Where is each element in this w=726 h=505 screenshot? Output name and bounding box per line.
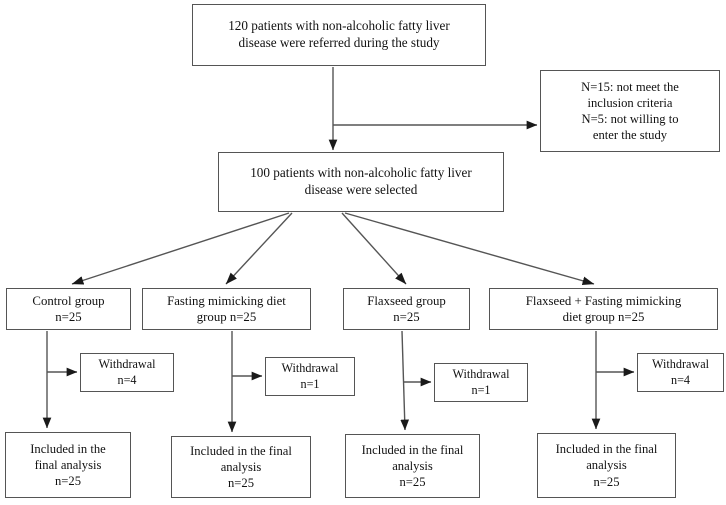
node-final-analysis-flaxseed-plus-fasting-mimicking-diet: Included in the final analysis n=25 xyxy=(537,433,676,498)
node-final-analysis-control-text: Included in the final analysis n=25 xyxy=(30,441,106,489)
node-withdrawal-flaxseed: Withdrawal n=1 xyxy=(434,363,528,402)
node-group-control-text: Control group n=25 xyxy=(32,293,105,324)
node-withdrawal-control-text: Withdrawal n=4 xyxy=(98,356,156,387)
node-excluded: N=15: not meet the inclusion criteria N=… xyxy=(540,70,720,152)
node-group-fasting-mimicking-diet: Fasting mimicking diet group n=25 xyxy=(142,288,311,330)
node-enrolled: 120 patients with non-alcoholic fatty li… xyxy=(192,4,486,66)
node-group-flaxseed-text: Flaxseed group n=25 xyxy=(367,293,446,324)
node-final-analysis-fasting-mimicking-diet-text: Included in the final analysis n=25 xyxy=(190,443,292,491)
node-final-analysis-control: Included in the final analysis n=25 xyxy=(5,432,131,498)
node-group-flaxseed-plus-fasting-mimicking-diet-text: Flaxseed + Fasting mimicking diet group … xyxy=(525,293,682,324)
node-withdrawal-fasting-mimicking-diet-text: Withdrawal n=1 xyxy=(281,360,339,391)
node-group-fasting-mimicking-diet-text: Fasting mimicking diet group n=25 xyxy=(167,293,286,324)
connector-group-3-stem xyxy=(400,330,410,431)
node-enrolled-text: 120 patients with non-alcoholic fatty li… xyxy=(228,18,450,50)
node-withdrawal-flaxseed-plus-fasting-mimicking-diet: Withdrawal n=4 xyxy=(637,353,724,392)
node-excluded-text: N=15: not meet the inclusion criteria N=… xyxy=(581,79,679,143)
node-group-control: Control group n=25 xyxy=(6,288,131,330)
node-withdrawal-flaxseed-plus-fasting-mimicking-diet-text: Withdrawal n=4 xyxy=(651,356,710,387)
node-withdrawal-control: Withdrawal n=4 xyxy=(80,353,174,392)
node-group-flaxseed: Flaxseed group n=25 xyxy=(343,288,470,330)
node-final-analysis-flaxseed-plus-fasting-mimicking-diet-text: Included in the final analysis n=25 xyxy=(555,442,658,489)
node-selected-text: 100 patients with non-alcoholic fatty li… xyxy=(250,165,472,197)
node-final-analysis-fasting-mimicking-diet: Included in the final analysis n=25 xyxy=(171,436,311,498)
node-withdrawal-flaxseed-text: Withdrawal n=1 xyxy=(452,366,510,397)
connector-selected-to-group-2 xyxy=(225,212,293,285)
node-withdrawal-fasting-mimicking-diet: Withdrawal n=1 xyxy=(265,357,355,396)
connector-selected-to-group-1 xyxy=(71,212,290,285)
node-selected: 100 patients with non-alcoholic fatty li… xyxy=(218,152,504,212)
node-final-analysis-flaxseed: Included in the final analysis n=25 xyxy=(345,434,480,498)
node-group-flaxseed-plus-fasting-mimicking-diet: Flaxseed + Fasting mimicking diet group … xyxy=(489,288,718,330)
connector-selected-to-group-4 xyxy=(344,212,595,286)
connector-selected-to-group-3 xyxy=(341,212,407,285)
node-final-analysis-flaxseed-text: Included in the final analysis n=25 xyxy=(361,442,464,490)
